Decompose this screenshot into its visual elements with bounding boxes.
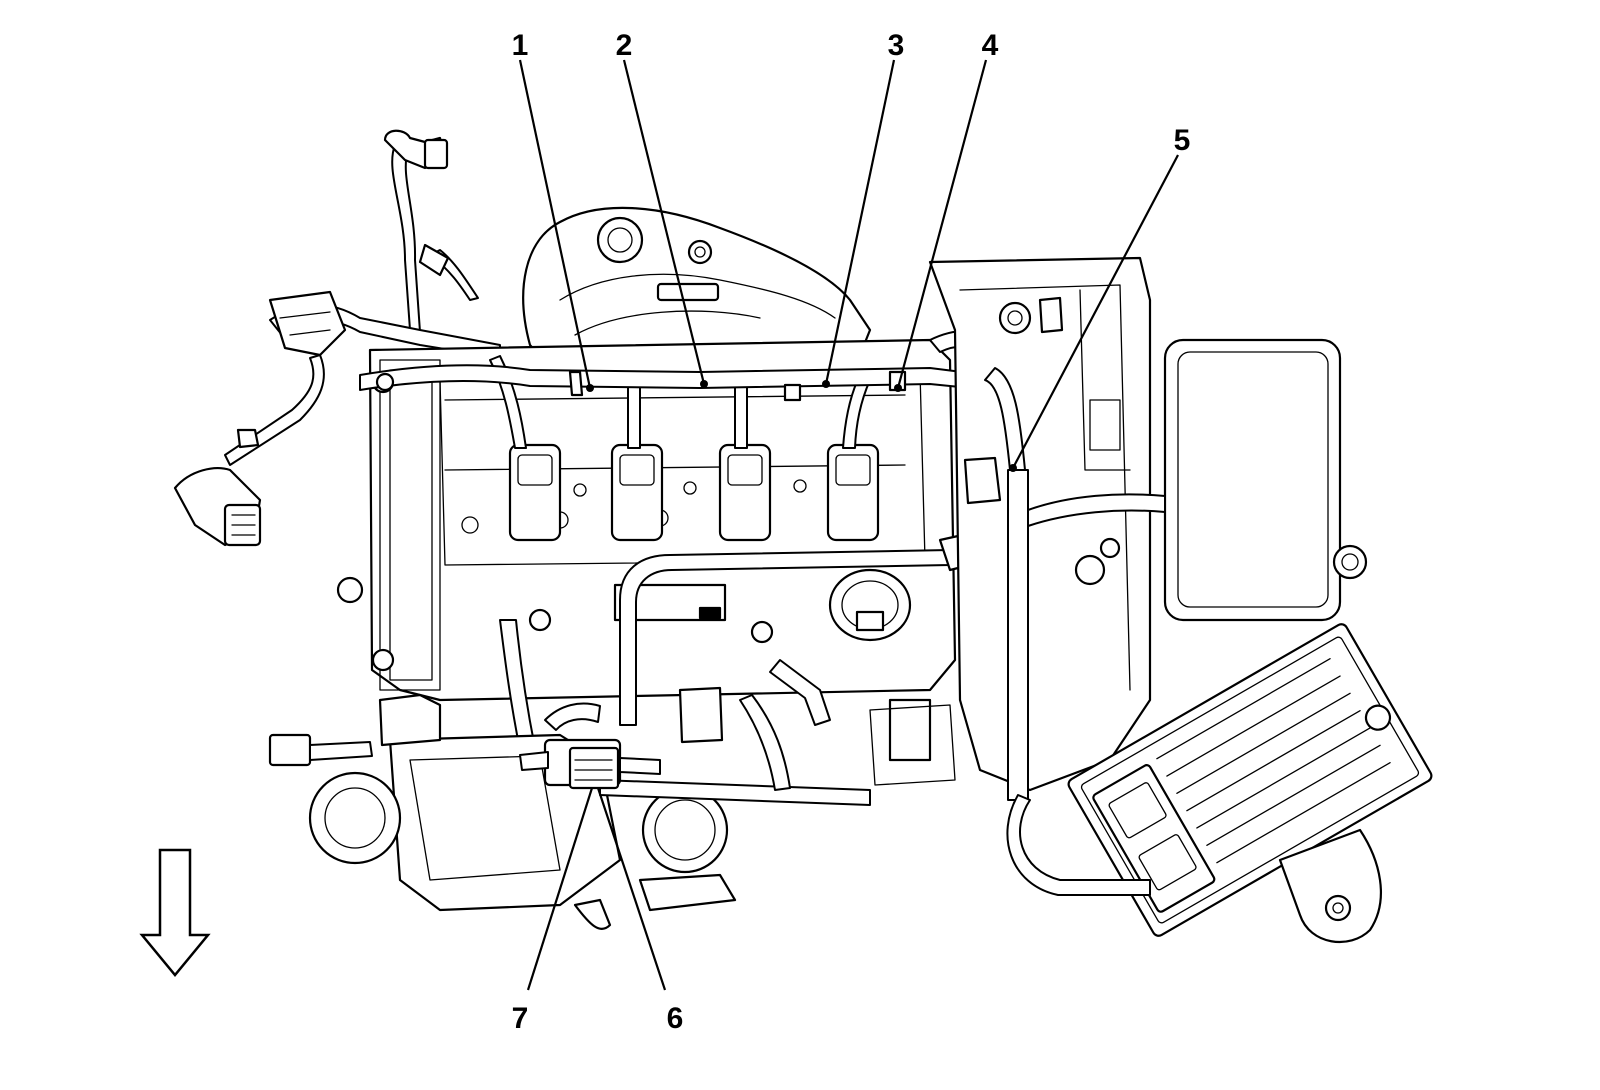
control-module xyxy=(1067,623,1433,937)
module-bracket xyxy=(1006,794,1382,944)
callout-leaders xyxy=(518,59,1179,991)
leader-4 xyxy=(896,59,988,389)
down-arrow-icon xyxy=(139,848,211,977)
leader-3 xyxy=(824,59,896,385)
leader-1 xyxy=(518,59,592,389)
leader-6 xyxy=(596,787,667,991)
callout-labels: 1 2 3 4 5 6 7 xyxy=(512,29,1191,1035)
rear-housing xyxy=(522,206,872,382)
callout-2: 2 xyxy=(616,29,633,62)
valve-cover xyxy=(336,338,957,702)
callout-6: 6 xyxy=(667,1002,684,1035)
callout-5: 5 xyxy=(1174,124,1191,157)
leader-7 xyxy=(526,787,594,991)
right-housing xyxy=(928,256,1368,801)
callout-3: 3 xyxy=(888,29,905,62)
callout-1: 1 xyxy=(512,29,529,62)
callout-7: 7 xyxy=(512,1002,529,1035)
harness-connector xyxy=(519,738,661,790)
callout-4: 4 xyxy=(982,29,999,62)
lower-engine xyxy=(268,659,956,930)
leader-2 xyxy=(622,59,706,385)
leader-5 xyxy=(1012,154,1179,469)
